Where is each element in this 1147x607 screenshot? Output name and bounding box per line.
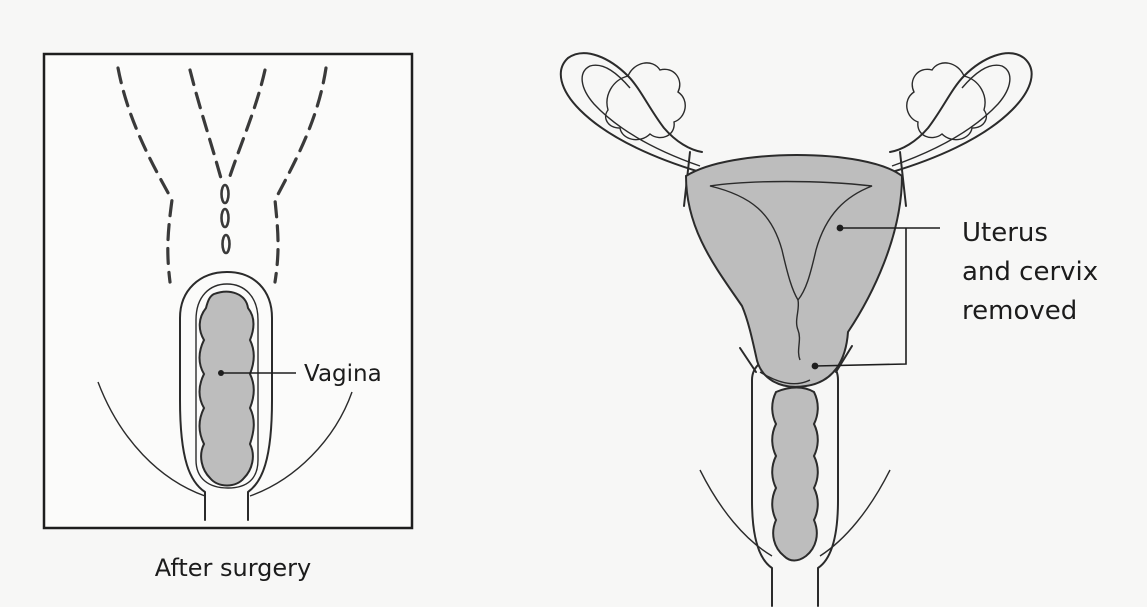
uterus-removed-label: Uterus and cervix removed xyxy=(962,218,1106,326)
vagina-label: Vagina xyxy=(304,361,382,387)
panel-caption: After surgery xyxy=(155,554,312,582)
after-surgery-panel: Vagina After surgery xyxy=(44,54,412,582)
vagina-shape xyxy=(200,292,254,486)
uterus-removal-panel: Uterus and cervix removed xyxy=(561,53,1107,606)
right-fallopian-tube xyxy=(890,53,1032,206)
left-fallopian-tube xyxy=(561,53,702,206)
uterus-and-cervix xyxy=(686,155,902,387)
